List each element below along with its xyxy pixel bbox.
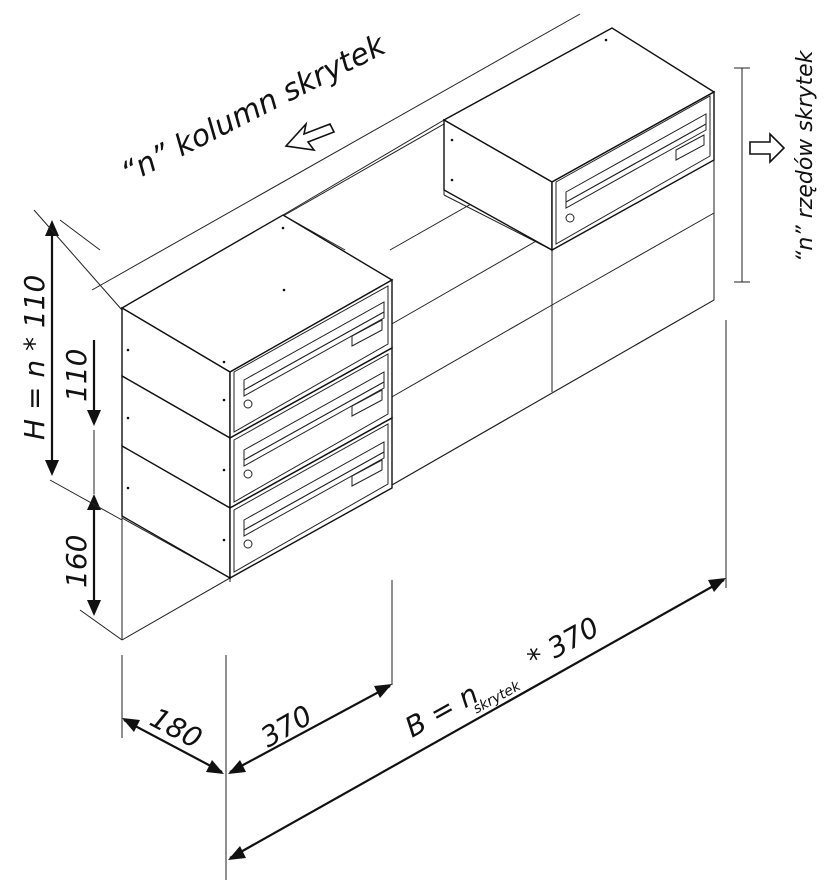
mailbox-stack-left [120, 214, 394, 580]
total-width-label: B = n skrytek * 370 [399, 610, 605, 744]
box-height-label: 110 [60, 349, 93, 402]
rows-dimension [734, 67, 786, 283]
total-width-prefix: B = n [399, 677, 483, 744]
total-width-suffix: * 370 [522, 610, 605, 676]
columns-dimension [59, 13, 581, 291]
base-height-label: 160 [60, 535, 93, 588]
bottom-dimensions [121, 320, 727, 880]
rows-label: “n” rzędów skrytek [793, 49, 818, 262]
mailbox-upper-right [442, 27, 716, 252]
box-width-label: 370 [255, 699, 318, 754]
height-formula-label: H = n * 110 [18, 275, 51, 440]
height-dimension [33, 209, 123, 641]
columns-label: “n” kolumn skrytek [116, 27, 393, 191]
